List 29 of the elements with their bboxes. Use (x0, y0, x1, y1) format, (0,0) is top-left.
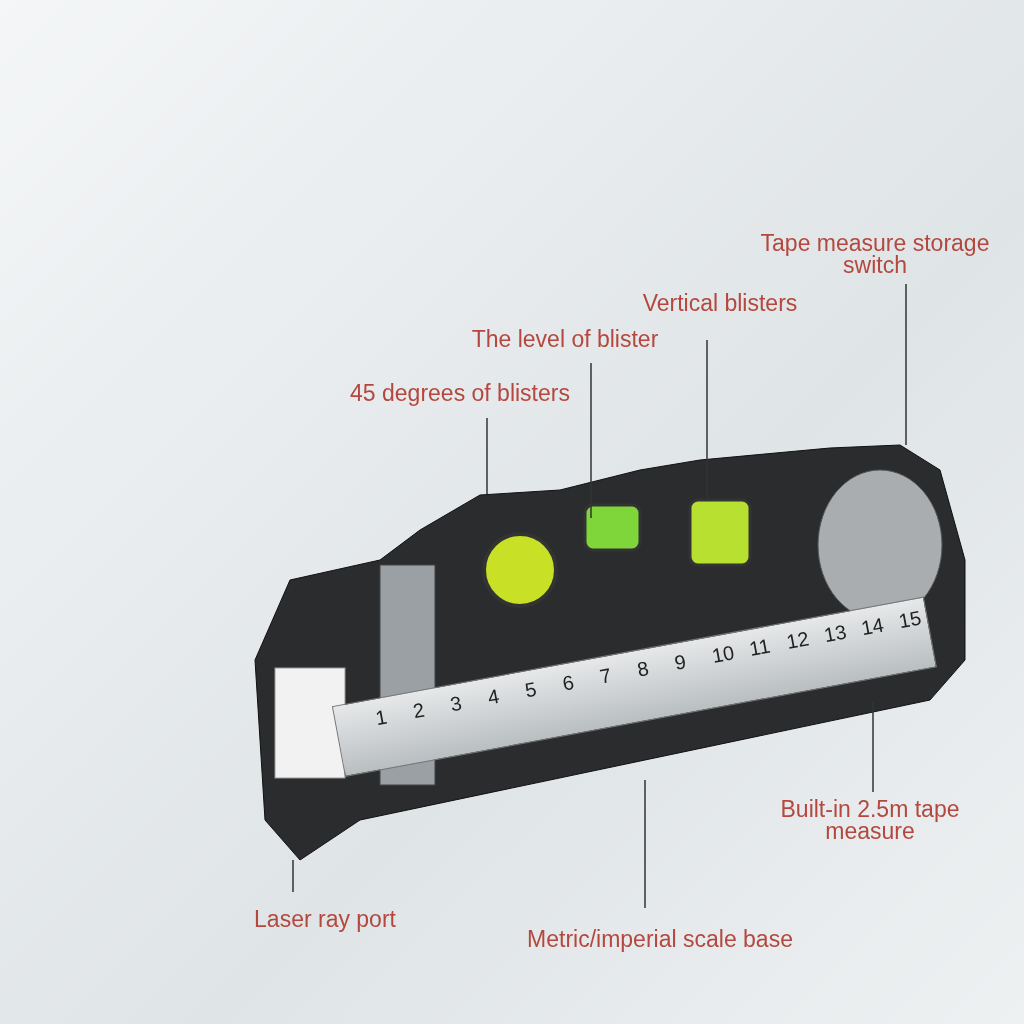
leader-line (486, 417, 488, 495)
callout-label: Built-in 2.5m tape measure (740, 798, 1000, 842)
scale-number: 5 (523, 677, 539, 703)
scale-number: 14 (859, 613, 886, 641)
scale-number: 9 (672, 650, 688, 675)
callout-label: Vertical blisters (600, 292, 840, 314)
scale-number: 8 (635, 657, 651, 682)
callout-label: Metric/imperial scale base (490, 928, 830, 950)
scale-number: 7 (598, 664, 614, 689)
scale-number: 4 (485, 684, 502, 710)
scale-number: 12 (784, 627, 811, 654)
scale-number: 13 (822, 620, 849, 648)
leader-line (872, 701, 874, 793)
scale-number: 1 (373, 705, 389, 731)
callout-label: Laser ray port (225, 908, 425, 930)
callout-label: 45 degrees of blisters (320, 382, 600, 404)
callout-label: Tape measure storage switch (745, 232, 1005, 276)
scale-number: 6 (560, 670, 576, 696)
leader-line (292, 859, 294, 893)
scale-number: 10 (710, 641, 737, 668)
scale-number: 2 (411, 698, 427, 724)
scale-number: 3 (448, 691, 464, 717)
leader-line (590, 362, 592, 519)
leader-line (644, 779, 646, 909)
callout-label: The level of blister (440, 328, 690, 350)
leader-line (706, 339, 708, 499)
scale-number: 15 (896, 606, 923, 634)
leader-line (905, 283, 907, 446)
scale-number: 11 (747, 634, 773, 661)
